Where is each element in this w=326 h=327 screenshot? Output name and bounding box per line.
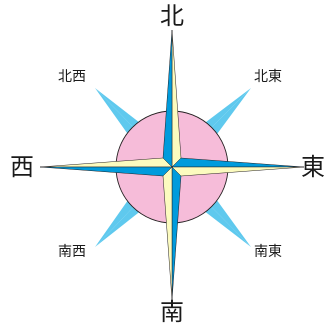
main-star	[39, 29, 305, 301]
south-ray-light	[162, 166, 173, 301]
label-west: 西	[10, 153, 34, 181]
east-ray-light	[171, 166, 305, 177]
north-ray-dark	[162, 29, 173, 168]
label-northeast: 北東	[254, 69, 282, 85]
label-south: 南	[160, 298, 184, 326]
direction-labels: 北 南 東 西 北西 北東 南西 南東	[10, 2, 325, 326]
label-east: 東	[301, 153, 325, 181]
label-southeast: 南東	[254, 244, 282, 260]
north-ray-light	[171, 29, 182, 168]
west-ray-dark	[39, 166, 173, 177]
west-ray-light	[39, 157, 173, 168]
label-northwest: 北西	[58, 69, 86, 85]
label-north: 北	[160, 2, 184, 30]
south-ray-dark	[171, 166, 182, 301]
label-southwest: 南西	[58, 244, 86, 260]
east-ray-dark	[171, 157, 305, 168]
